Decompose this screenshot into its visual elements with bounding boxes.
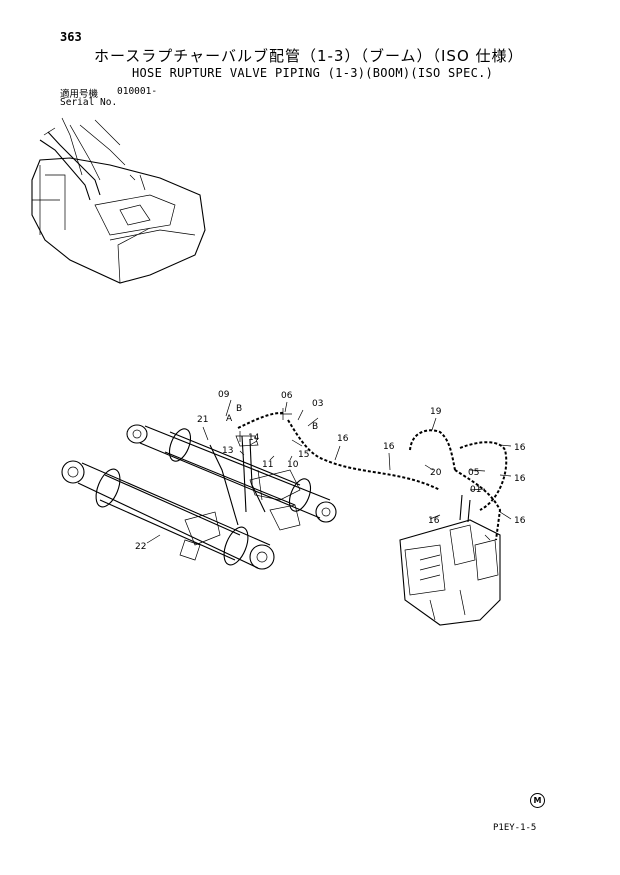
serial-label-english: Serial No. xyxy=(60,97,118,108)
control-valve xyxy=(399,494,501,626)
callout-09: 09 xyxy=(218,390,230,400)
boom-cylinder-lower xyxy=(61,460,275,570)
callout-16-e: 16 xyxy=(514,516,526,526)
serial-label-japanese: 適用号機 xyxy=(60,89,99,100)
callout-05: 05 xyxy=(468,468,479,478)
callout-10: 10 xyxy=(287,460,299,470)
boom-cylinder-upper xyxy=(126,424,337,531)
callout-16-d: 16 xyxy=(514,474,526,484)
title-japanese: ホースラプチャーバルブ配管（1-3）（ブーム）（ISO 仕様） xyxy=(94,47,524,65)
title-english: HOSE RUPTURE VALVE PIPING (1-3)(BOOM)(IS… xyxy=(132,66,494,80)
callout-19: 19 xyxy=(430,407,442,417)
callout-06: 06 xyxy=(281,391,293,401)
hoses xyxy=(237,408,508,541)
rigid-piping xyxy=(209,435,266,526)
callout-11: 11 xyxy=(262,460,273,470)
callout-b-right: B xyxy=(312,422,318,432)
callout-21: 21 xyxy=(197,415,208,425)
callout-03: 03 xyxy=(312,399,323,409)
callout-b-left: B xyxy=(236,404,242,414)
callout-14: 14 xyxy=(248,433,260,443)
callout-16-b: 16 xyxy=(383,442,395,452)
callout-labels: 09 06 03 B A B 21 14 13 11 10 15 16 16 1… xyxy=(135,390,526,552)
revision-mark: M xyxy=(530,793,545,808)
serial-value: 010001- xyxy=(117,86,158,97)
excavator-thumbnail xyxy=(31,117,206,284)
callout-a: A xyxy=(226,414,233,424)
callout-01: 01 xyxy=(470,485,481,495)
callout-16-f: 16 xyxy=(428,516,440,526)
page-number: 363 xyxy=(60,30,82,44)
callout-16-a: 16 xyxy=(337,434,349,444)
drawing-code: P1EY-1-5 xyxy=(493,823,537,833)
callout-20: 20 xyxy=(430,468,442,478)
callout-15: 15 xyxy=(298,450,309,460)
leader-lines xyxy=(146,399,512,544)
callout-13: 13 xyxy=(222,446,233,456)
callout-16-c: 16 xyxy=(514,443,526,453)
callout-22: 22 xyxy=(135,542,146,552)
